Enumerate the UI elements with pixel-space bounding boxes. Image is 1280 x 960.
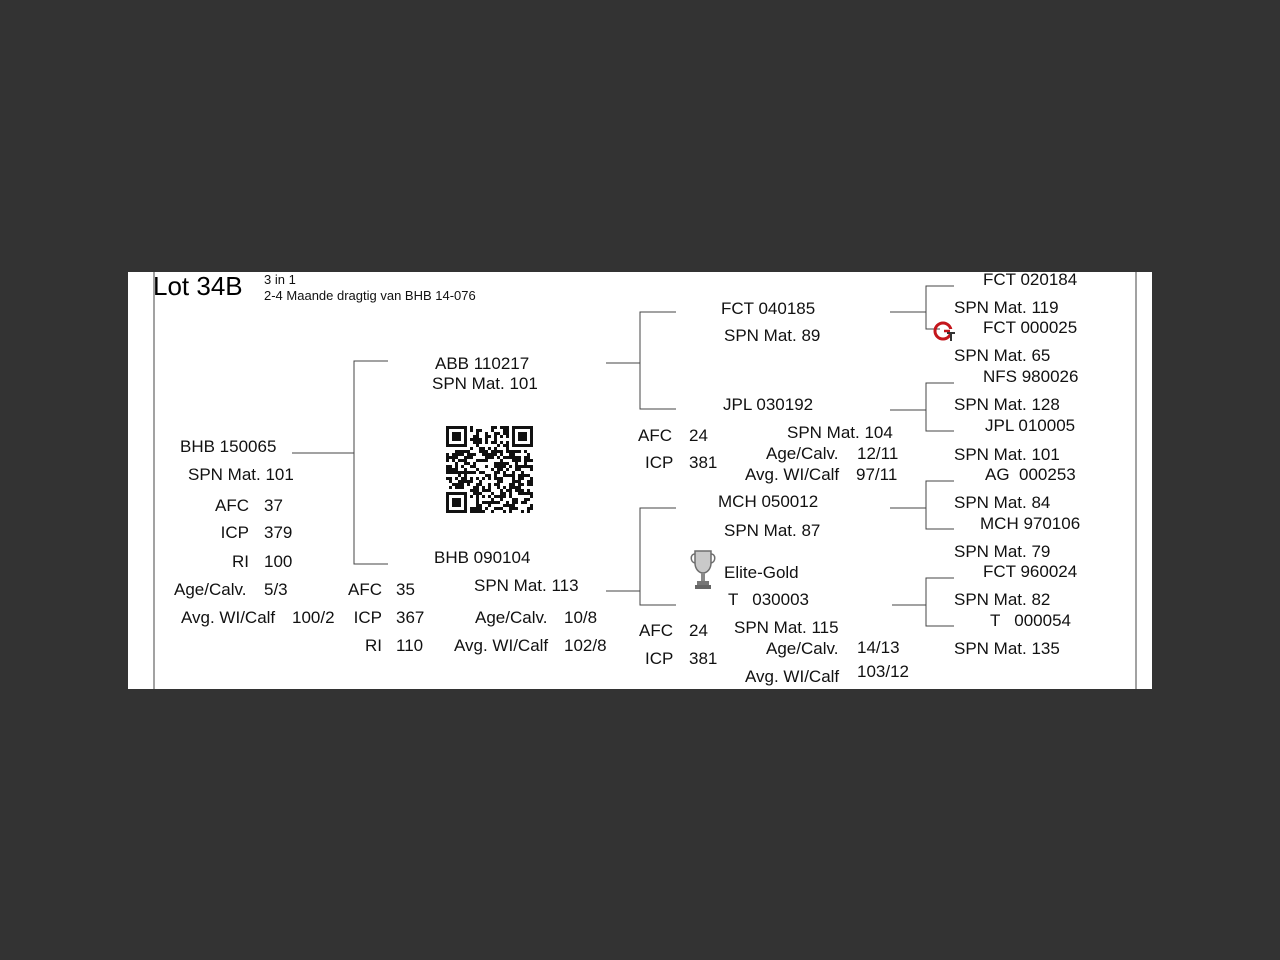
animal-wi-value: 100/2 — [292, 608, 335, 627]
lot-subtitle: 2-4 Maande dragtig van BHB 14-076 — [264, 288, 476, 303]
dam-dam-award: Elite-Gold — [724, 563, 799, 582]
dam-age-label: Age/Calv. — [475, 608, 548, 627]
dam-sire-id: MCH 050012 — [718, 492, 819, 511]
ggp-2-id: FCT 000025 — [983, 318, 1078, 337]
animal-icp-value: 379 — [264, 523, 293, 542]
animal-afc-value: 37 — [264, 496, 283, 515]
dam-afc-label: AFC — [348, 580, 382, 599]
dam-icp-label: ICP — [353, 608, 382, 627]
dam-afc-value: 35 — [396, 580, 415, 599]
dam-wi-label: Avg. WI/Calf — [454, 636, 549, 655]
qr-code — [446, 426, 534, 514]
dam-dam-wi-label: Avg. WI/Calf — [745, 667, 840, 686]
dam-dam-spn: SPN Mat. 115 — [734, 618, 839, 637]
lot-badge: 3 in 1 — [264, 272, 296, 287]
dam-id: BHB 090104 — [434, 548, 531, 567]
dam-dam-icp-value: 381 — [689, 649, 718, 668]
animal-wi-label: Avg. WI/Calf — [181, 608, 276, 627]
ggp-7-spn: SPN Mat. 82 — [954, 590, 1051, 609]
sire-dam-spn: SPN Mat. 104 — [787, 423, 893, 442]
dam-dam-icp-label: ICP — [645, 649, 674, 668]
sire-id: ABB 110217 — [435, 354, 530, 373]
dam-dam-age-value: 14/13 — [857, 638, 900, 657]
dam-ri-label: RI — [365, 636, 382, 655]
ggp-5-id: AG 000253 — [985, 465, 1076, 484]
dam-spn: SPN Mat. 113 — [474, 576, 579, 595]
lot-title: Lot 34B — [153, 272, 243, 301]
sire-sire-spn: SPN Mat. 89 — [724, 326, 821, 345]
ggp-2-spn: SPN Mat. 65 — [954, 346, 1051, 365]
dam-icp-value: 367 — [396, 608, 425, 627]
sire-dam-afc-label: AFC — [638, 426, 672, 445]
animal-id: BHB 150065 — [180, 437, 277, 456]
trophy-icon — [690, 550, 716, 589]
sire-dam-id: JPL 030192 — [723, 395, 814, 414]
sire-dam-afc-value: 24 — [689, 426, 708, 445]
sire-sire-id: FCT 040185 — [721, 299, 816, 318]
ggp-5-spn: SPN Mat. 84 — [954, 493, 1051, 512]
animal-ri-value: 100 — [264, 552, 293, 571]
animal-age-value: 5/3 — [264, 580, 288, 599]
pedigree-card: Lot 34B 3 in 1 2-4 Maande dragtig van BH… — [128, 272, 1152, 689]
ggp-1-spn: SPN Mat. 119 — [954, 298, 1059, 317]
dam-sire-spn: SPN Mat. 87 — [724, 521, 821, 540]
ggp-3-spn: SPN Mat. 128 — [954, 395, 1060, 414]
ggp-4-id: JPL 010005 — [985, 416, 1076, 435]
gt-logo-icon — [933, 321, 956, 341]
sire-dam-icp-value: 381 — [689, 453, 718, 472]
dam-dam-id: T 030003 — [728, 590, 809, 609]
dam-dam-afc-label: AFC — [639, 621, 673, 640]
sire-spn: SPN Mat. 101 — [432, 374, 538, 393]
dam-dam-afc-value: 24 — [689, 621, 708, 640]
animal-spn: SPN Mat. 101 — [188, 465, 294, 484]
sire-dam-age-label: Age/Calv. — [766, 444, 839, 463]
ggp-8-spn: SPN Mat. 135 — [954, 639, 1060, 658]
sire-dam-age-value: 12/11 — [857, 444, 899, 463]
ggp-3-id: NFS 980026 — [983, 367, 1079, 386]
ggp-6-id: MCH 970106 — [980, 514, 1081, 533]
dam-wi-value: 102/8 — [564, 636, 607, 655]
ggp-1-id: FCT 020184 — [983, 272, 1078, 289]
sire-dam-wi-label: Avg. WI/Calf — [745, 465, 840, 484]
animal-age-label: Age/Calv. — [174, 580, 247, 599]
dam-dam-age-label: Age/Calv. — [766, 639, 839, 658]
dam-ri-value: 110 — [396, 636, 424, 655]
ggp-8-id: T 000054 — [990, 611, 1071, 630]
animal-icp-label: ICP — [220, 523, 249, 542]
ggp-7-id: FCT 960024 — [983, 562, 1078, 581]
sire-dam-icp-label: ICP — [645, 453, 674, 472]
dam-age-value: 10/8 — [564, 608, 598, 627]
ggp-4-spn: SPN Mat. 101 — [954, 445, 1060, 464]
animal-ri-label: RI — [232, 552, 249, 571]
ggp-6-spn: SPN Mat. 79 — [954, 542, 1051, 561]
sire-dam-wi-value: 97/11 — [856, 465, 898, 484]
dam-dam-wi-value: 103/12 — [857, 662, 909, 681]
animal-afc-label: AFC — [215, 496, 249, 515]
pedigree-connector-lines — [153, 272, 1137, 689]
